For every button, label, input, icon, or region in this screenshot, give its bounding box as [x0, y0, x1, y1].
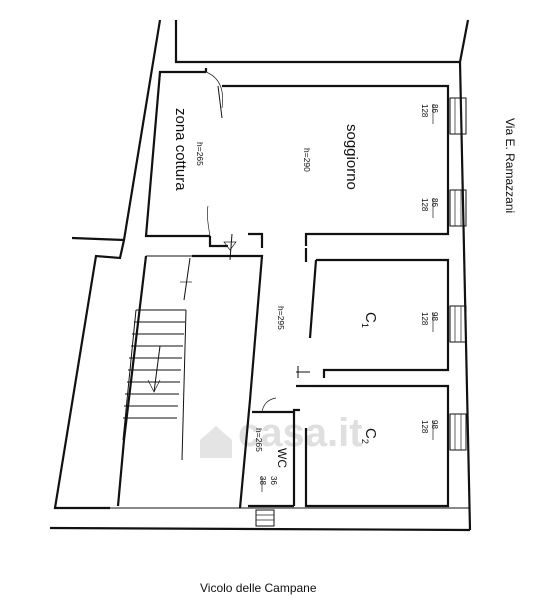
- watermark: casa.it: [200, 411, 363, 458]
- room-c2: C2: [296, 384, 450, 508]
- room-c1: C1: [308, 258, 450, 378]
- zona-cottura-height: h=265: [195, 142, 205, 166]
- window-soggiorno-bottom: 86 128: [420, 189, 467, 227]
- soggiorno-height: h=290: [302, 148, 312, 172]
- c1-letter: C: [362, 312, 379, 323]
- wc-window-h: 36: [269, 476, 278, 485]
- soggiorno: soggiorno h=290: [208, 84, 450, 248]
- win1-h: 128: [420, 104, 429, 118]
- win3-h: 128: [420, 312, 429, 326]
- wc-height: h=265: [254, 428, 264, 452]
- win4-w: 98: [430, 420, 439, 429]
- c1-subscript: 1: [360, 323, 370, 328]
- window-c1: 98 128: [420, 305, 467, 343]
- street-right: Via E. Ramazzani: [503, 118, 517, 213]
- room-wc: WC h=265 38 36: [248, 397, 300, 527]
- stairwell: [116, 254, 264, 509]
- watermark-text: casa.it: [238, 411, 363, 455]
- win1-w: 86: [430, 104, 439, 113]
- win3-w: 98: [430, 312, 439, 321]
- c2-letter: C: [362, 428, 379, 439]
- win4-h: 128: [420, 420, 429, 434]
- c1-label: C1: [360, 312, 379, 328]
- window-soggiorno-top: 86 128: [420, 97, 467, 135]
- soggiorno-label: soggiorno: [343, 124, 360, 190]
- wc-window-w: 38: [258, 476, 267, 485]
- outer-walls: [49, 19, 472, 532]
- street-bottom: Vicolo delle Campane: [200, 581, 317, 595]
- zona-cottura: zona cottura h=265: [144, 68, 223, 238]
- corridor: h=295: [276, 248, 310, 378]
- c2-subscript: 2: [360, 439, 370, 444]
- corridor-height: h=295: [276, 306, 286, 330]
- wc-label: WC: [275, 448, 289, 468]
- window-c2: 98 128: [420, 413, 467, 451]
- win2-h: 128: [420, 198, 429, 212]
- zona-cottura-label: zona cottura: [172, 108, 189, 191]
- c2-label: C2: [360, 428, 379, 444]
- win2-w: 86: [430, 198, 439, 207]
